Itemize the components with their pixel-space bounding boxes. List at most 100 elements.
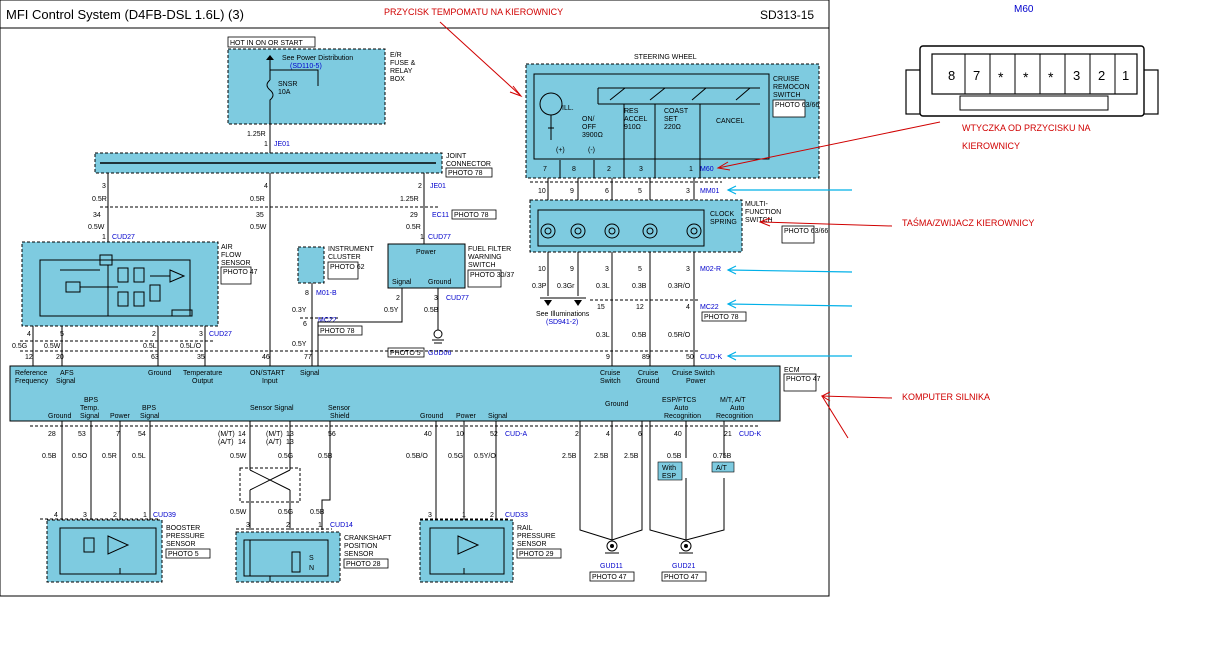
clock-label-1: MULTI-	[745, 201, 768, 208]
ground-icon-gud11	[605, 540, 619, 554]
fuse-box-label-4: BOX	[390, 76, 405, 83]
ecm-top-label-8a: Cruise	[638, 370, 658, 377]
booster-label-3: SENSOR	[166, 541, 196, 548]
airflow-label-3: SENSOR	[221, 260, 251, 267]
ecm-top-label-5a: ON/START	[250, 370, 285, 377]
ground-icon-gud06	[432, 329, 444, 344]
ecm-top-label-6: Signal	[300, 370, 320, 377]
joint-photo: PHOTO 78	[448, 170, 483, 177]
fuel-conn: CUD77	[446, 295, 469, 302]
fuel-label-3: SWITCH	[468, 262, 496, 269]
gnd2-photo: PHOTO 47	[664, 574, 699, 581]
gnd1-photo-box	[589, 571, 635, 582]
clock-see-ref: (SD941-2)	[546, 319, 578, 326]
joint-pin-1: 3	[102, 183, 106, 190]
ecm-bot-pin-10: 52	[490, 431, 498, 438]
airflow-pin-1: 4	[27, 331, 31, 338]
fuel-filter-switch	[387, 243, 466, 289]
instrument-pin: 8	[305, 290, 309, 297]
fuel-label-1: FUEL FILTER	[468, 246, 511, 253]
clock-spring-coils-icon	[540, 223, 702, 239]
ecm-bot-label-9: Signal	[488, 413, 508, 420]
instrument-cluster	[297, 246, 325, 284]
ecm-conn-a: CUD-A	[505, 431, 527, 438]
fuel-photo-g-box	[387, 347, 425, 358]
gnd2-photo-box	[661, 571, 707, 582]
fuel-top-pin: 1	[420, 234, 424, 241]
clock-pin-4: 5	[638, 266, 642, 273]
airflow-pin-3: 2	[152, 331, 156, 338]
ecm-top-pin-7: 9	[606, 354, 610, 361]
mc22-wire-2: 0.5B	[632, 332, 647, 339]
ecm-bot-pin-5: 14	[238, 431, 246, 438]
airflow-wire-3: 0.5L	[143, 343, 157, 350]
esp-wire: 0.5B	[667, 453, 682, 460]
airflow-top-pin: 1	[102, 234, 106, 241]
fuse-box-label-2: FUSE &	[390, 60, 416, 67]
ecm-bot-label-1: Ground	[48, 413, 71, 420]
connector-pin-3: 3	[1073, 68, 1080, 83]
steering-pin-1: 7	[543, 166, 547, 173]
rail-conn: CUD33	[505, 512, 528, 519]
connector-title: M60	[1014, 4, 1034, 15]
ground-icon-gud21	[679, 540, 693, 554]
gnd-wire-3: 2.5B	[624, 453, 639, 460]
connector-pin-8: 8	[948, 68, 955, 83]
ecm-top-label-1b: Frequency	[15, 378, 49, 385]
ecm-top-label-3: Ground	[148, 370, 171, 377]
mm01-pin-4: 5	[638, 188, 642, 195]
fuse-box-label-3: RELAY	[390, 68, 413, 75]
crank-label-2: POSITION	[344, 543, 377, 550]
ecm-bot-label-2c: Signal	[80, 413, 100, 420]
rail-pin-3: 2	[490, 512, 494, 519]
ecm-top-pin-4: 35	[197, 354, 205, 361]
fuse-see: See Power Distribution	[282, 55, 353, 62]
crank-pin-3: 1	[318, 522, 322, 529]
rail-circuit-icon	[429, 527, 505, 575]
connector-pin-1: 1	[1122, 68, 1129, 83]
ec11-pin-1: 34	[93, 212, 101, 219]
clock-wire-2: 0.3Gr	[557, 283, 575, 290]
clock-conn: M02-R	[700, 266, 721, 273]
illumination-arrow-icon-1	[544, 300, 552, 306]
mm01-conn: MM01	[700, 188, 720, 195]
gnd-wire-1: 2.5B	[562, 453, 577, 460]
booster-photo: PHOTO 5	[168, 551, 199, 558]
with-esp-2: ESP	[662, 473, 676, 480]
steering-switch-2: REMOCON	[773, 84, 810, 91]
crank-photo-box	[343, 558, 389, 569]
bps-wire-2: 0.5O	[72, 453, 88, 460]
steering-res-2: ACCEL	[624, 116, 647, 123]
gnd2-label: GUD21	[672, 563, 695, 570]
ec11-conn: EC11	[432, 212, 449, 219]
instrument-conn2: MC22	[318, 317, 337, 324]
ecm-bot-label-3: Power	[110, 413, 131, 420]
illumination-arrow-icon-2	[574, 300, 582, 306]
airflow-wire-4: 0.5L/O	[180, 343, 202, 350]
fuel-signal: Signal	[392, 279, 412, 286]
ecm-bot-pin-14: 40	[674, 431, 682, 438]
clock-clock-2: SPRING	[710, 219, 737, 226]
mc22-photo-box	[701, 311, 747, 322]
ecm-module	[9, 365, 781, 422]
gnd-wire-2: 2.5B	[594, 453, 609, 460]
steering-res-3: 910Ω	[624, 124, 641, 131]
air-flow-sensor	[21, 241, 219, 327]
fuse-pin: 1	[264, 141, 268, 148]
multi-function-switch	[529, 199, 743, 253]
hot-label-box	[227, 36, 316, 48]
rail-label-3: SENSOR	[517, 541, 547, 548]
steering-photo-box	[772, 99, 806, 118]
instrument-conn: M01-B	[316, 290, 337, 297]
gnd1-label: GUD11	[600, 563, 623, 570]
annotation-clock-spring: TAŚMA/ZWIJACZ KIEROWNICY	[902, 217, 1034, 228]
airflow-conn-bot: CUD27	[209, 331, 232, 338]
at-tag-box	[711, 461, 735, 473]
steering-onoff-1: ON/	[582, 116, 595, 123]
ecm-photo-box	[783, 373, 817, 392]
clock-wire-5: 0.3R/O	[668, 283, 691, 290]
ecm-top-pin-3: 63	[151, 354, 159, 361]
joint-label-1: JOINT	[446, 153, 467, 160]
